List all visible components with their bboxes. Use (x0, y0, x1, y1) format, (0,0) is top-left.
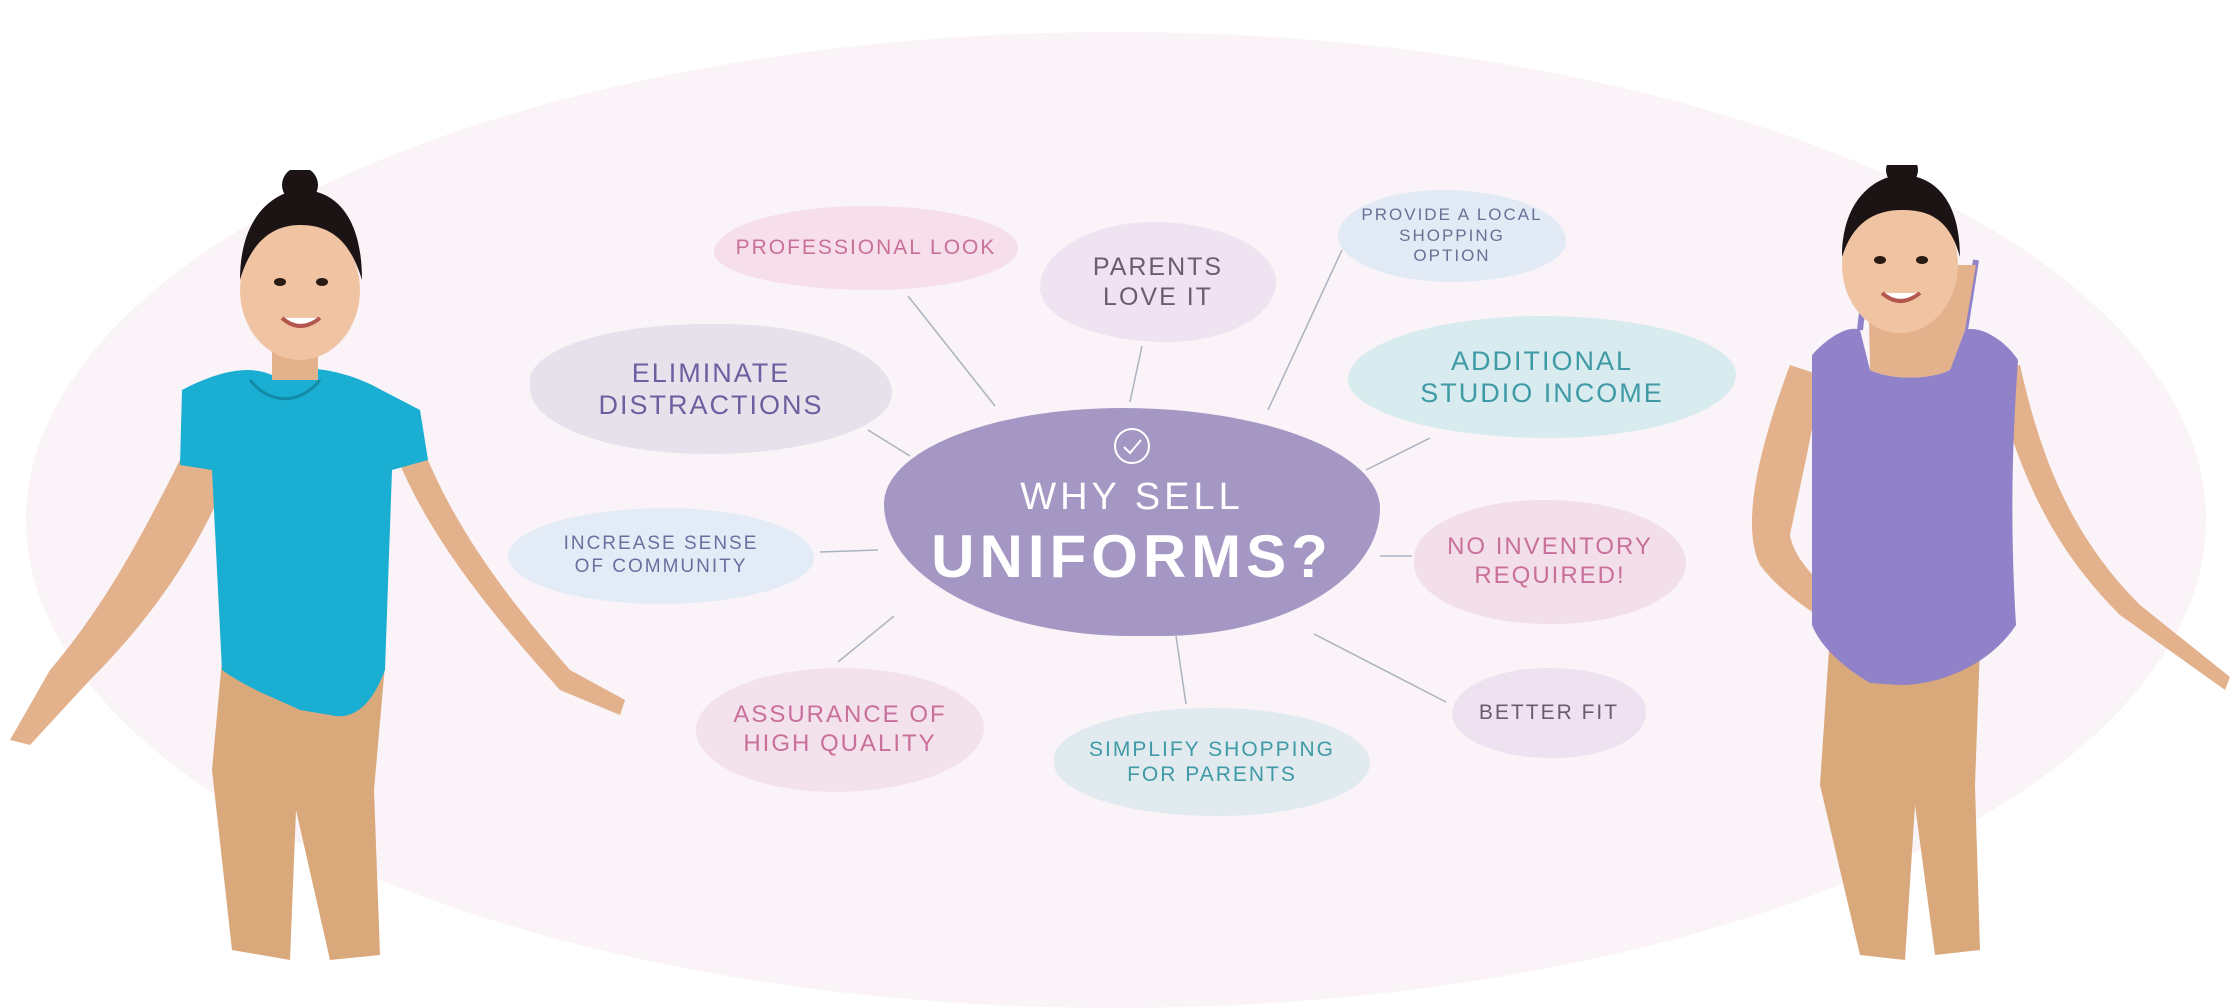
bubble-simplify-shopping-label: SIMPLIFY SHOPPING FOR PARENTS (1089, 737, 1335, 786)
dancer-right-image (1751, 165, 2230, 960)
bubble-no-inventory-label: NO INVENTORY REQUIRED! (1447, 533, 1653, 589)
bubble-parents-love-it: PARENTS LOVE IT (1040, 222, 1276, 342)
bubble-local-shopping: PROVIDE A LOCAL SHOPPING OPTION (1338, 190, 1566, 282)
check-circle-icon (1114, 428, 1150, 464)
bubble-studio-income: ADDITIONAL STUDIO INCOME (1348, 316, 1736, 438)
connector-lines (819, 249, 1447, 705)
center-title-line2: UNIFORMS? (931, 523, 1333, 590)
bubble-simplify-shopping: SIMPLIFY SHOPPING FOR PARENTS (1054, 708, 1370, 816)
center-title-blob: WHY SELL UNIFORMS? (884, 408, 1380, 636)
center-title-line1: WHY SELL (1020, 476, 1244, 518)
dancer-left-image (10, 170, 625, 960)
bubble-high-quality: ASSURANCE OF HIGH QUALITY (696, 668, 984, 792)
bubble-eliminate-distractions: ELIMINATE DISTRACTIONS (530, 324, 892, 454)
bubble-professional-look: PROFESSIONAL LOOK (714, 206, 1018, 290)
bubble-better-fit-label: BETTER FIT (1478, 701, 1620, 725)
bubble-no-inventory: NO INVENTORY REQUIRED! (1414, 500, 1686, 624)
bubble-studio-income-label: ADDITIONAL STUDIO INCOME (1420, 345, 1664, 408)
bubble-community: INCREASE SENSE OF COMMUNITY (508, 508, 814, 604)
bubble-better-fit: BETTER FIT (1452, 668, 1646, 758)
bubble-local-shopping-label: PROVIDE A LOCAL SHOPPING OPTION (1361, 205, 1543, 266)
bubble-eliminate-distractions-label: ELIMINATE DISTRACTIONS (598, 357, 824, 420)
bubble-parents-love-it-label: PARENTS LOVE IT (1092, 253, 1224, 311)
bubble-community-label: INCREASE SENSE OF COMMUNITY (563, 533, 759, 577)
bubble-high-quality-label: ASSURANCE OF HIGH QUALITY (733, 701, 947, 757)
bubble-professional-look-label: PROFESSIONAL LOOK (735, 236, 997, 260)
